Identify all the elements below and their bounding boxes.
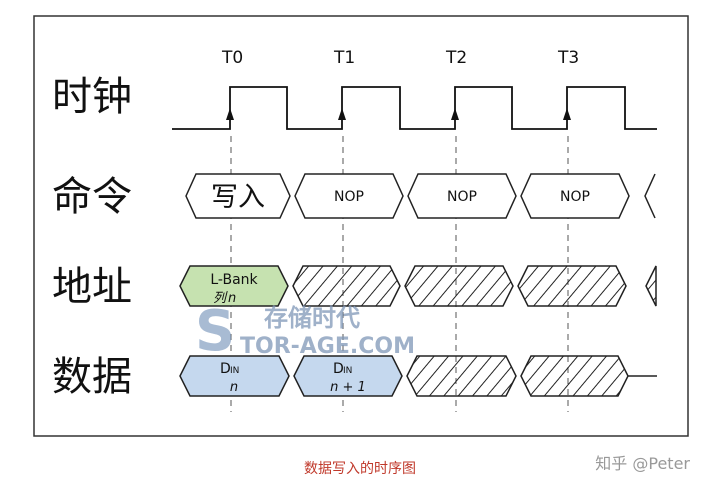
address-box-dontcare-3	[517, 265, 627, 307]
command-nop-label: NOP	[447, 189, 477, 205]
diagram-border	[33, 15, 689, 437]
command-box-partial	[644, 173, 656, 219]
tick-label-t3: T3	[557, 48, 579, 68]
row-label-clock: 时钟	[52, 74, 132, 120]
watermark-chinese: 存储时代	[264, 304, 360, 332]
data-din-sub: IN	[230, 366, 239, 376]
data-box-dontcare-1	[406, 355, 517, 397]
data-first-label: n	[230, 380, 238, 395]
author-credit: 知乎 @Peter	[595, 454, 690, 473]
data-din-sub: IN	[343, 366, 352, 376]
watermark-letter: S	[195, 299, 235, 364]
row-label-data: 数据	[52, 354, 132, 400]
address-row: L-Bank 列 n	[179, 265, 657, 307]
watermark: S 存储时代 TOR-AGE.COM	[195, 299, 415, 364]
watermark-site: TOR-AGE.COM	[240, 334, 415, 359]
figure-caption: 数据写入的时序图	[304, 461, 416, 477]
address-box-dontcare-1	[292, 265, 401, 307]
row-label-command: 命令	[52, 174, 132, 220]
clock-edge-arrows	[226, 108, 571, 120]
command-nop-label: NOP	[560, 189, 590, 205]
command-nop-label: NOP	[334, 189, 364, 205]
address-box-bank	[179, 265, 289, 307]
edge-arrow-t1	[338, 108, 346, 120]
data-din-main: D	[220, 361, 231, 377]
tick-label-t0: T0	[221, 48, 243, 68]
command-box-write	[185, 173, 291, 219]
command-box-nop-2	[407, 173, 517, 219]
address-box-dontcare-2	[404, 265, 514, 307]
address-box-partial	[645, 265, 657, 307]
command-box-nop-3	[520, 173, 630, 219]
edge-arrow-t3	[563, 108, 571, 120]
data-box-din-n	[179, 355, 290, 397]
data-din-main: D	[333, 361, 344, 377]
data-box-dontcare-2	[520, 355, 629, 397]
command-box-nop-1	[294, 173, 404, 219]
address-column-var: n	[228, 291, 236, 306]
data-box-din-n1	[293, 355, 403, 397]
edge-arrow-t2	[451, 108, 459, 120]
edge-arrow-t0	[226, 108, 234, 120]
tick-label-t2: T2	[445, 48, 467, 68]
tick-label-t1: T1	[333, 48, 355, 68]
command-write-label: 写入	[211, 182, 265, 213]
clock-waveform	[172, 86, 657, 130]
address-bank-label: L-Bank	[210, 272, 258, 288]
row-label-address: 地址	[52, 264, 132, 310]
data-row: D IN n D IN n + 1	[179, 355, 657, 397]
command-row: 写入 NOP NOP NOP	[185, 173, 656, 219]
address-column-label: 列	[213, 291, 228, 306]
data-second-label: n + 1	[330, 380, 366, 395]
